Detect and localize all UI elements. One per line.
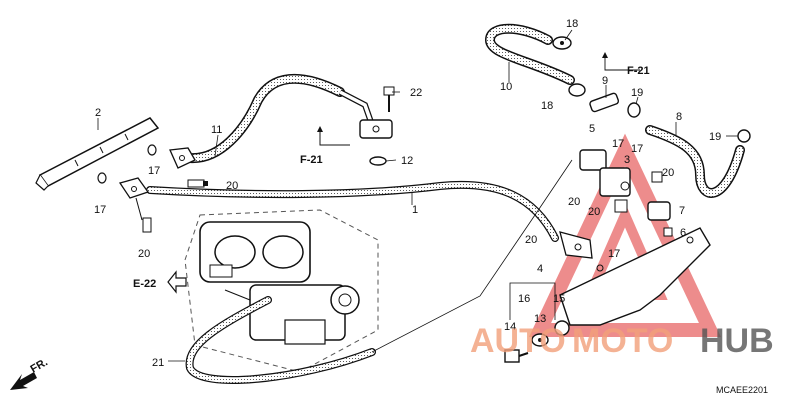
label-9: 9 <box>602 75 608 87</box>
f21-arrow-b <box>602 52 640 71</box>
watermark-text: AUTO MOTO HUB <box>470 322 774 360</box>
watermark-part3: HUB <box>700 322 774 360</box>
label-21: 21 <box>152 357 164 369</box>
label-19b: 19 <box>709 131 721 143</box>
label-18a: 18 <box>566 18 578 30</box>
connector-9[interactable] <box>589 92 620 113</box>
label-14: 14 <box>504 321 516 333</box>
label-12: 12 <box>401 155 413 167</box>
bolt-20-lower-left[interactable] <box>142 217 152 233</box>
f21-arrow-a <box>317 126 350 146</box>
label-20c: 20 <box>568 196 580 208</box>
hose-fitting-22[interactable] <box>338 89 393 139</box>
grommet-15[interactable] <box>554 320 570 336</box>
clamp-18-bottom[interactable] <box>568 83 586 97</box>
label-1: 1 <box>412 204 418 216</box>
ref-f21-b: F-21 <box>627 65 650 77</box>
label-5: 5 <box>589 123 595 135</box>
washer-17-left[interactable] <box>97 172 107 184</box>
ref-fr: FR. <box>29 356 50 375</box>
label-13: 13 <box>534 313 546 325</box>
fuel-rail[interactable] <box>35 117 160 191</box>
label-2: 2 <box>95 107 101 119</box>
joint-1-right[interactable] <box>559 231 593 259</box>
label-20f: 20 <box>525 234 537 246</box>
label-20e: 20 <box>662 167 674 179</box>
ref-f21-a: F-21 <box>300 154 323 166</box>
joint-11[interactable] <box>169 147 196 169</box>
label-19a: 19 <box>631 87 643 99</box>
bracket-4[interactable] <box>559 227 711 326</box>
ref-e22: E-22 <box>133 278 156 290</box>
label-8: 8 <box>676 111 682 123</box>
diagram-code: MCAEE2201 <box>716 385 768 395</box>
label-22: 22 <box>410 87 422 99</box>
part-labels: 1 2 3 4 5 6 7 8 9 10 11 12 13 14 15 16 1… <box>29 18 769 395</box>
label-10: 10 <box>500 81 512 93</box>
label-18b: 18 <box>541 100 553 112</box>
label-20a: 20 <box>226 180 238 192</box>
label-17a: 17 <box>94 204 106 216</box>
valve-assembly[interactable] <box>579 149 673 237</box>
front-arrow <box>10 372 37 390</box>
collar-13[interactable] <box>531 333 549 347</box>
leader-line-1 <box>371 159 573 353</box>
label-7: 7 <box>679 205 685 217</box>
bolt-14[interactable] <box>504 349 529 363</box>
watermark-part2: MOTO <box>572 322 673 360</box>
clamp-19-left[interactable] <box>627 102 641 118</box>
label-17b: 17 <box>148 165 160 177</box>
label-4: 4 <box>537 263 543 275</box>
label-11: 11 <box>211 124 222 136</box>
label-16: 16 <box>518 293 530 305</box>
clamp-18-top[interactable] <box>552 36 572 50</box>
bolt-22[interactable] <box>383 86 395 112</box>
watermark-part1: AUTO <box>470 322 566 360</box>
leader-line-4 <box>509 282 556 320</box>
joint-1-left[interactable] <box>118 177 150 221</box>
label-20d: 20 <box>588 206 600 218</box>
throttle-body[interactable] <box>184 209 379 373</box>
label-15: 15 <box>553 293 565 305</box>
washer-17-mid[interactable] <box>147 144 157 156</box>
label-20b: 20 <box>138 248 150 260</box>
label-17c: 17 <box>612 138 624 150</box>
e22-arrow <box>167 270 187 294</box>
bolt-20-upper[interactable] <box>187 179 208 188</box>
label-6: 6 <box>680 227 686 239</box>
label-3: 3 <box>624 154 630 166</box>
label-17e: 17 <box>608 248 620 260</box>
washer-12[interactable] <box>369 156 387 166</box>
label-17d: 17 <box>631 143 643 155</box>
clamp-19-right[interactable] <box>737 129 751 143</box>
